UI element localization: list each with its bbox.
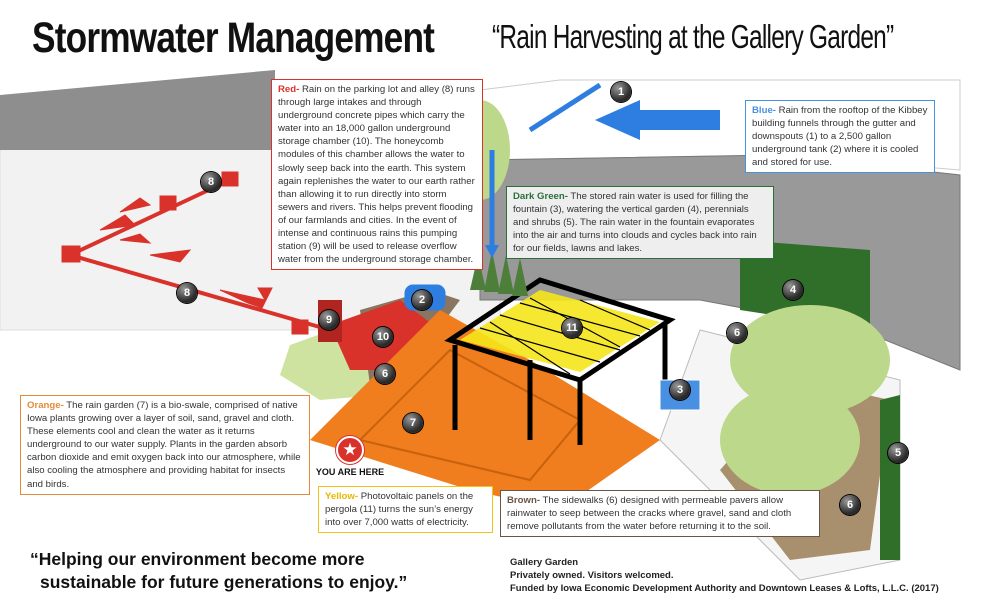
page-title: Stormwater Management bbox=[32, 14, 435, 62]
brown-callout-label: Brown- bbox=[507, 495, 541, 506]
quote-line-1: “Helping our environment become more bbox=[30, 549, 365, 569]
brown-callout: Brown- The sidewalks (6) designed with p… bbox=[500, 490, 820, 538]
quote: “Helping our environment become more sus… bbox=[30, 548, 407, 594]
marker-parking-lot: 8 bbox=[201, 172, 221, 192]
green-border bbox=[880, 395, 900, 560]
vertical-garden bbox=[740, 240, 870, 330]
blue-callout-text: Rain from the rooftop of the Kibbey buil… bbox=[752, 105, 928, 169]
red-callout: Red- Rain on the parking lot and alley (… bbox=[271, 79, 483, 271]
star-icon: ★ bbox=[336, 436, 364, 464]
red-callout-label: Red- bbox=[278, 84, 300, 95]
marker-storage-chamber: 10 bbox=[373, 327, 393, 347]
page-subtitle: “Rain Harvesting at the Gallery Garden” bbox=[492, 18, 894, 55]
brown-callout-text: The sidewalks (6) designed with permeabl… bbox=[507, 495, 792, 533]
alley-wall bbox=[0, 70, 275, 150]
credits-line-3: Funded by Iowa Economic Development Auth… bbox=[510, 583, 939, 594]
blue-callout-label: Blue- bbox=[752, 105, 776, 116]
marker-fountain: 3 bbox=[670, 380, 690, 400]
red-flow-arrows bbox=[61, 171, 331, 335]
orange-callout-text: The rain garden (7) is a bio-swale, comp… bbox=[27, 400, 301, 490]
marker-perennials: 5 bbox=[888, 443, 908, 463]
dark-green-callout-label: Dark Green- bbox=[513, 191, 568, 202]
yellow-callout: Yellow- Photovoltaic panels on the pergo… bbox=[318, 486, 493, 534]
yellow-callout-label: Yellow- bbox=[325, 491, 359, 502]
marker-underground-tank: 2 bbox=[412, 290, 432, 310]
red-callout-text: Rain on the parking lot and alley (8) ru… bbox=[278, 84, 475, 266]
marker-rain-garden: 7 bbox=[403, 413, 423, 433]
yellow-callout-text: Photovoltaic panels on the pergola (11) … bbox=[325, 491, 474, 529]
marker-downspout: 1 bbox=[611, 82, 631, 102]
marker-pumping-station: 9 bbox=[319, 310, 339, 330]
pergola bbox=[444, 277, 676, 445]
quote-line-2: sustainable for future generations to en… bbox=[40, 572, 408, 592]
credits: Gallery Garden Privately owned. Visitors… bbox=[510, 556, 939, 595]
rain-garden bbox=[310, 310, 660, 510]
marker-sidewalk: 6 bbox=[840, 495, 860, 515]
you-are-here: ★ YOU ARE HERE bbox=[315, 436, 385, 477]
marker-vertical-garden: 4 bbox=[783, 280, 803, 300]
trees bbox=[450, 100, 890, 495]
blue-callout: Blue- Rain from the rooftop of the Kibbe… bbox=[745, 100, 935, 174]
marker-sidewalk: 6 bbox=[375, 364, 395, 384]
dark-green-callout: Dark Green- The stored rain water is use… bbox=[506, 186, 774, 260]
marker-parking-lot: 8 bbox=[177, 283, 197, 303]
marker-sidewalk: 6 bbox=[727, 323, 747, 343]
credits-line-1: Gallery Garden bbox=[510, 557, 579, 568]
orange-callout-label: Orange- bbox=[27, 400, 64, 411]
you-are-here-label: YOU ARE HERE bbox=[315, 467, 385, 477]
dark-green-callout-text: The stored rain water is used for fillin… bbox=[513, 191, 757, 255]
orange-callout: Orange- The rain garden (7) is a bio-swa… bbox=[20, 395, 310, 495]
credits-line-2: Privately owned. Visitors welcomed. bbox=[510, 570, 674, 581]
shrubs bbox=[470, 250, 528, 296]
marker-pergola: 11 bbox=[562, 318, 582, 338]
